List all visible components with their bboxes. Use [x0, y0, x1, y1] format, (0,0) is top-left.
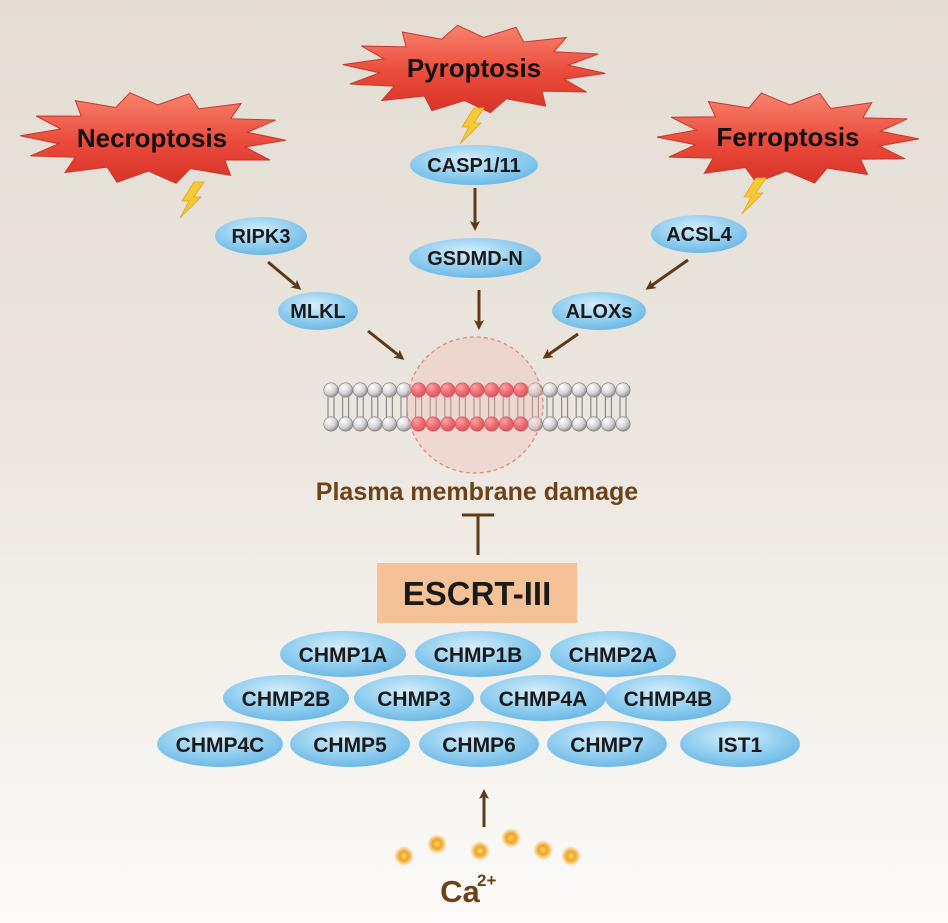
- lightning-icon: [459, 107, 485, 145]
- calcium-dot: [501, 828, 521, 848]
- casp1-11-node: [410, 145, 538, 185]
- calcium-dot: [470, 841, 490, 861]
- calcium-label: Ca: [440, 874, 480, 909]
- inhibition-bar: [462, 513, 494, 555]
- casp1-11-label: CASP1/11: [427, 155, 520, 177]
- lipid-head: [381, 416, 397, 432]
- lipid-head: [542, 416, 558, 432]
- lightning-icon: [741, 177, 767, 215]
- ripk3-label: RIPK3: [232, 226, 291, 248]
- chmp6-label: CHMP6: [442, 734, 516, 757]
- lightning-icon: [179, 181, 205, 219]
- lipid-head: [571, 382, 587, 398]
- chmp2b-label: CHMP2B: [242, 688, 331, 711]
- arrow-acsl4-aloxs: [645, 258, 689, 290]
- aloxs-node: [552, 292, 646, 330]
- lipid-head: [586, 416, 602, 432]
- ferroptosis-burst: [656, 92, 920, 184]
- chmp6-node: [419, 721, 539, 767]
- lipid-head: [367, 416, 383, 432]
- acsl4-label: ACSL4: [666, 224, 732, 246]
- lipid-head: [615, 416, 631, 432]
- chmp-row-3: CHMP4C CHMP5 CHMP6 CHMP7 IST1: [157, 721, 800, 767]
- lipid-head: [557, 382, 573, 398]
- lipid-head: [600, 382, 616, 398]
- chmp5-label: CHMP5: [313, 734, 387, 757]
- chmp4b-node: [605, 675, 731, 721]
- chmp4b-label: CHMP4B: [624, 688, 713, 711]
- chmp5-node: [290, 721, 410, 767]
- chmp4c-node: [157, 721, 283, 767]
- aloxs-label: ALOXs: [566, 301, 633, 323]
- chmp1b-label: CHMP1B: [434, 644, 523, 667]
- chmp1a-label: CHMP1A: [299, 644, 388, 667]
- chmp-row-1: CHMP1A CHMP1B CHMP2A: [280, 631, 676, 677]
- ist1-node: [680, 721, 800, 767]
- lipid-bilayer: [323, 382, 631, 432]
- chmp2a-node: [550, 631, 676, 677]
- necroptosis-burst: [20, 92, 286, 184]
- chmp2b-node: [223, 675, 349, 721]
- lipid-head: [323, 416, 339, 432]
- ist1-label: IST1: [718, 734, 763, 757]
- arrow-mlkl-membrane: [367, 329, 405, 360]
- lipid-head: [571, 416, 587, 432]
- arrow-aloxs-membrane: [542, 332, 579, 359]
- ferroptosis-title: Ferroptosis: [716, 122, 859, 152]
- lipid-head: [338, 416, 354, 432]
- lipid-head: [615, 382, 631, 398]
- mlkl-node: [278, 292, 358, 330]
- ripk3-node: [215, 217, 307, 255]
- calcium-dot: [533, 840, 553, 860]
- chmp4a-node: [480, 675, 606, 721]
- chmp1a-node: [280, 631, 406, 677]
- escrt-iii-box: [377, 563, 577, 623]
- necroptosis-title: Necroptosis: [77, 123, 227, 153]
- gsdmd-n-node: [409, 238, 541, 278]
- chmp2a-label: CHMP2A: [569, 644, 658, 667]
- lipid-head: [600, 416, 616, 432]
- chmp4c-label: CHMP4C: [176, 734, 265, 757]
- escrt-iii-label: ESCRT-III: [403, 575, 552, 612]
- pyroptosis-burst: [342, 24, 606, 114]
- chmp1b-node: [415, 631, 541, 677]
- mlkl-label: MLKL: [290, 301, 346, 323]
- lipid-head: [542, 382, 558, 398]
- calcium-ions: [394, 828, 581, 866]
- acsl4-node: [651, 215, 747, 253]
- calcium-dot: [427, 834, 447, 854]
- chmp7-node: [547, 721, 667, 767]
- pyroptosis-title: Pyroptosis: [407, 53, 541, 83]
- lipid-head: [352, 416, 368, 432]
- lipid-head: [338, 382, 354, 398]
- lipid-head: [381, 382, 397, 398]
- lipid-head: [367, 382, 383, 398]
- calcium-dot: [394, 846, 414, 866]
- calcium-dot: [561, 846, 581, 866]
- calcium-charge-label: 2+: [477, 871, 496, 890]
- lipid-head: [323, 382, 339, 398]
- arrow-ripk3-mlkl: [267, 260, 302, 290]
- plasma-membrane-damage-label: Plasma membrane damage: [316, 478, 638, 506]
- chmp7-label: CHMP7: [570, 734, 644, 757]
- gsdmd-n-label: GSDMD-N: [427, 248, 523, 270]
- chmp3-label: CHMP3: [377, 688, 451, 711]
- lipid-head: [352, 382, 368, 398]
- lipid-head: [586, 382, 602, 398]
- membrane-damage-zone: [406, 336, 544, 474]
- chmp4a-label: CHMP4A: [499, 688, 588, 711]
- chmp3-node: [354, 675, 474, 721]
- lipid-head: [557, 416, 573, 432]
- chmp-row-2: CHMP2B CHMP3 CHMP4A CHMP4B: [223, 675, 731, 721]
